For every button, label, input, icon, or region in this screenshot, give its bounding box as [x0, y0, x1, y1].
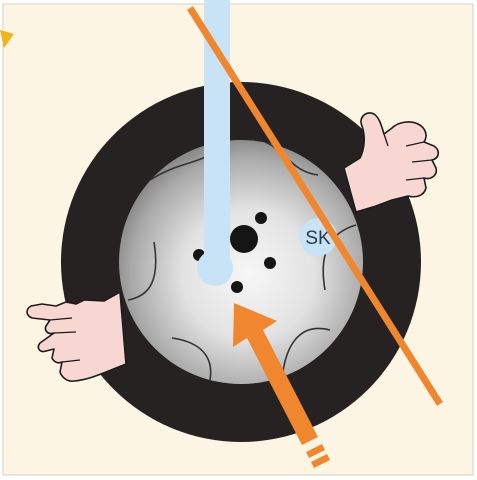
hub-center: [230, 225, 258, 253]
lug-hole: [231, 281, 243, 293]
lug-hole: [255, 212, 267, 224]
lug-hole: [264, 257, 276, 269]
shaft-end-circle: [197, 250, 233, 286]
